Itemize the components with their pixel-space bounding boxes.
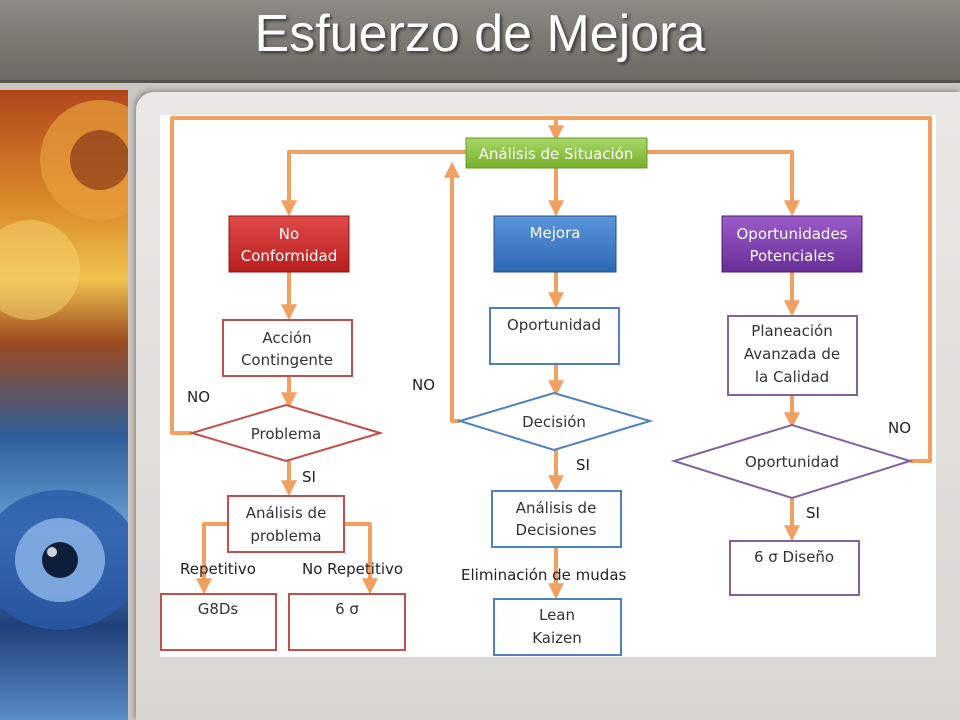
- label-repetitivo: Repetitivo: [180, 560, 256, 578]
- oportunidades-label-2: Potenciales: [749, 247, 834, 265]
- oportunidades-box: [721, 215, 863, 273]
- planeacion-label-2: Avanzada de: [744, 345, 840, 363]
- arrow-repetitivo: [196, 522, 228, 595]
- lean-label-1: Lean: [539, 606, 575, 624]
- arrow-decision-no-loop: [444, 161, 460, 423]
- label-si-left: SI: [302, 468, 316, 486]
- problema-diamond: [188, 403, 384, 463]
- label-si-right: SI: [806, 504, 820, 522]
- label-no-left: NO: [187, 388, 210, 406]
- arrow-no-repetitivo: [344, 522, 378, 595]
- oportunidades-label-1: Oportunidades: [736, 225, 847, 243]
- seis-sigma-diseno-label: 6 σ Diseño: [754, 548, 834, 566]
- planeacion-label-3: la Calidad: [755, 368, 829, 386]
- seis-sigma-label: 6 σ: [335, 600, 359, 618]
- analisis-decisiones-label-1: Análisis de: [516, 499, 597, 517]
- lean-kaizen-box: [493, 598, 622, 656]
- analisis-problema-label-2: problema: [250, 527, 321, 545]
- decision-label: Decisión: [522, 413, 586, 431]
- lean-label-2: Kaizen: [532, 629, 582, 647]
- accion-contingente-box: [222, 319, 353, 377]
- no-conformidad-label-2: Conformidad: [241, 247, 338, 265]
- arrow-to-no-conformidad: [281, 150, 466, 217]
- oportunidad-box: [489, 307, 620, 365]
- analisis-decisiones-label-2: Decisiones: [516, 521, 597, 539]
- mejora-label: Mejora: [530, 224, 581, 242]
- accion-label-2: Contingente: [241, 351, 333, 369]
- flowchart-svg: Análisis de Situación No Conformidad Mej…: [160, 116, 932, 656]
- analisis-decisiones-box: [491, 490, 622, 548]
- analisis-situacion-box: [465, 137, 648, 169]
- decision-diamond: [456, 391, 654, 452]
- title-bar: Esfuerzo de Mejora: [0, 0, 960, 83]
- accion-label-1: Acción: [262, 329, 311, 347]
- decorative-eye-artwork: [0, 100, 128, 630]
- analisis-situacion-label: Análisis de Situación: [479, 145, 634, 163]
- seis-sigma-box: [288, 593, 406, 651]
- oportunidad-diamond-label: Oportunidad: [745, 453, 839, 471]
- mejora-box: [493, 215, 617, 273]
- arrow-oportunidad-no-loop: [556, 116, 932, 463]
- label-no-right: NO: [888, 419, 911, 437]
- seis-sigma-diseno-box: [729, 540, 860, 596]
- g8ds-label: G8Ds: [198, 600, 239, 618]
- arrow-to-oportunidades: [647, 150, 800, 217]
- planeacion-box: [727, 315, 858, 396]
- analisis-problema-box: [227, 495, 345, 553]
- no-conformidad-box: [228, 215, 350, 273]
- planeacion-label-1: Planeación: [751, 322, 832, 340]
- oportunidad-diamond: [670, 423, 914, 500]
- oportunidad-box-label: Oportunidad: [507, 316, 601, 334]
- g8ds-box: [160, 593, 277, 651]
- flowchart-area: Análisis de Situación No Conformidad Mej…: [160, 115, 936, 657]
- label-si-middle: SI: [576, 456, 590, 474]
- label-eliminacion: Eliminación de mudas: [461, 566, 627, 584]
- no-conformidad-label-1: No: [279, 225, 299, 243]
- arrow-problema-no-loop: [170, 116, 556, 435]
- slide-title: Esfuerzo de Mejora: [254, 5, 706, 63]
- problema-label: Problema: [251, 425, 322, 443]
- label-no-middle: NO: [412, 376, 435, 394]
- analisis-problema-label-1: Análisis de: [246, 504, 327, 522]
- decorative-image: [0, 90, 128, 720]
- label-no-repetitivo: No Repetitivo: [302, 560, 403, 578]
